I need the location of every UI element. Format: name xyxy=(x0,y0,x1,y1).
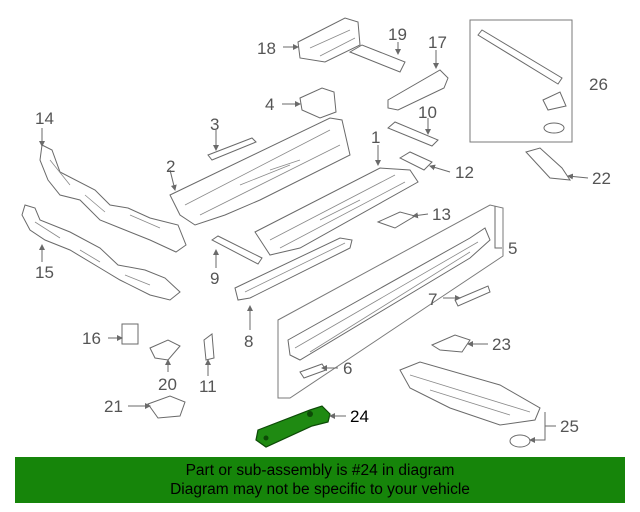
part-24-highlighted[interactable] xyxy=(255,405,331,448)
callout-21: 21 xyxy=(104,397,123,416)
part-6-strip[interactable] xyxy=(299,363,327,379)
part-7-strip[interactable] xyxy=(454,285,491,307)
part-25-cap[interactable] xyxy=(509,434,531,448)
part-19-bracket[interactable] xyxy=(348,44,406,73)
callout-14: 14 xyxy=(35,109,54,128)
part-3-bracket[interactable] xyxy=(207,137,257,161)
callout-18: 18 xyxy=(257,39,276,58)
callout-10: 10 xyxy=(418,103,437,122)
callout-6: 6 xyxy=(343,359,352,378)
callout-19: 19 xyxy=(388,25,407,44)
callout-20: 20 xyxy=(158,375,177,394)
part-16-clip[interactable] xyxy=(121,323,139,345)
part-14-rail[interactable] xyxy=(39,144,187,253)
callout-15: 15 xyxy=(35,263,54,282)
part-11-bracket[interactable] xyxy=(203,333,215,361)
info-banner: Part or sub-assembly is #24 in diagram D… xyxy=(15,457,625,503)
callout-9: 9 xyxy=(210,269,219,288)
part-2-floor-pan[interactable] xyxy=(169,117,351,226)
callout-26: 26 xyxy=(589,75,608,94)
callout-3: 3 xyxy=(210,115,219,134)
part-26-mount[interactable] xyxy=(542,91,567,111)
callout-25: 25 xyxy=(560,417,579,436)
part-10-strip[interactable] xyxy=(387,121,439,147)
callout-5: 5 xyxy=(508,239,517,258)
callout-4: 4 xyxy=(265,95,274,114)
callout-1: 1 xyxy=(371,128,380,147)
callout-22: 22 xyxy=(592,169,611,188)
callout-17: 17 xyxy=(428,33,447,52)
callout-13: 13 xyxy=(432,205,451,224)
callout-16: 16 xyxy=(82,329,101,348)
callout-2: 2 xyxy=(166,157,175,176)
callout-7: 7 xyxy=(428,290,437,309)
group-box-26 xyxy=(469,19,573,143)
callout-11: 11 xyxy=(199,377,217,396)
callout-23: 23 xyxy=(492,335,511,354)
part-23-plate[interactable] xyxy=(430,334,471,353)
part-20-mount[interactable] xyxy=(149,339,181,361)
part-9-rail[interactable] xyxy=(211,235,263,265)
group-box-5 xyxy=(277,204,504,399)
callout-12: 12 xyxy=(455,163,474,182)
part-13-plate[interactable] xyxy=(376,211,417,229)
part-15-rail[interactable] xyxy=(21,204,181,301)
callout-8: 8 xyxy=(244,332,253,351)
part-17-bracket[interactable] xyxy=(387,69,449,111)
part-22-bracket[interactable] xyxy=(525,147,572,181)
callout-24[interactable]: 24 xyxy=(350,407,369,426)
banner-line-2: Diagram may not be specific to your vehi… xyxy=(170,481,470,498)
part-12-plate[interactable] xyxy=(398,151,433,171)
part-26-washer[interactable] xyxy=(543,122,565,134)
parts-diagram: 1 2 3 4 5 6 7 8 9 10 11 12 13 14 15 16 1… xyxy=(21,17,611,448)
part-21-mount[interactable] xyxy=(147,395,186,419)
part-18-crossmember[interactable] xyxy=(297,17,361,63)
banner-line-1: Part or sub-assembly is #24 in diagram xyxy=(185,462,455,479)
part-26-bar[interactable] xyxy=(477,29,563,85)
part-4-bracket[interactable] xyxy=(299,87,337,119)
